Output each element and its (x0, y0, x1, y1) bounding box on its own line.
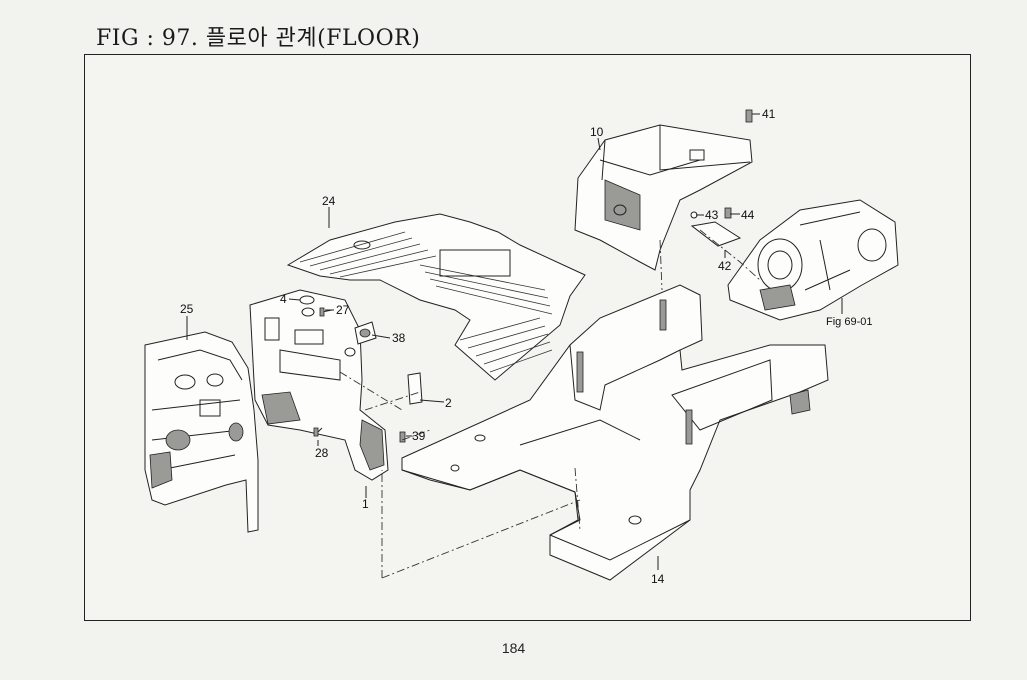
callout-43: 43 (705, 208, 719, 222)
callout-38: 38 (392, 331, 406, 345)
transmission-housing (727, 199, 899, 321)
part-25-dash-panel (144, 331, 259, 533)
callout-1: 1 (362, 497, 369, 511)
callout-10: 10 (590, 125, 604, 139)
callout-2: 2 (445, 396, 452, 410)
part-24-floor-mat (286, 213, 586, 381)
reference-fig-69-01: Fig 69-01 (826, 316, 872, 328)
part-14-floor-frame (401, 284, 829, 581)
callout-42: 42 (718, 259, 732, 273)
callout-27: 27 (336, 303, 350, 317)
callout-39: 39 (412, 429, 426, 443)
small-parts-left (299, 295, 423, 443)
assembly-guide-lines (339, 229, 761, 579)
part-1-inner-panel (249, 289, 389, 481)
small-parts-right (690, 109, 753, 247)
callout-28: 28 (315, 446, 329, 460)
page-number: 184 (501, 640, 526, 656)
leader-lines (186, 113, 843, 570)
part-10-seat-bracket (574, 124, 753, 271)
callout-24: 24 (322, 194, 336, 208)
callout-41: 41 (762, 107, 776, 121)
callout-44: 44 (741, 208, 755, 222)
callout-labels: 25 4 27 38 2 39 28 1 24 10 41 43 44 42 1… (180, 107, 872, 586)
callout-14: 14 (651, 572, 665, 586)
callout-4: 4 (280, 292, 287, 306)
figure-title: FIG : 97. 플로아 관계(FLOOR) (96, 26, 421, 51)
callout-25: 25 (180, 302, 194, 316)
